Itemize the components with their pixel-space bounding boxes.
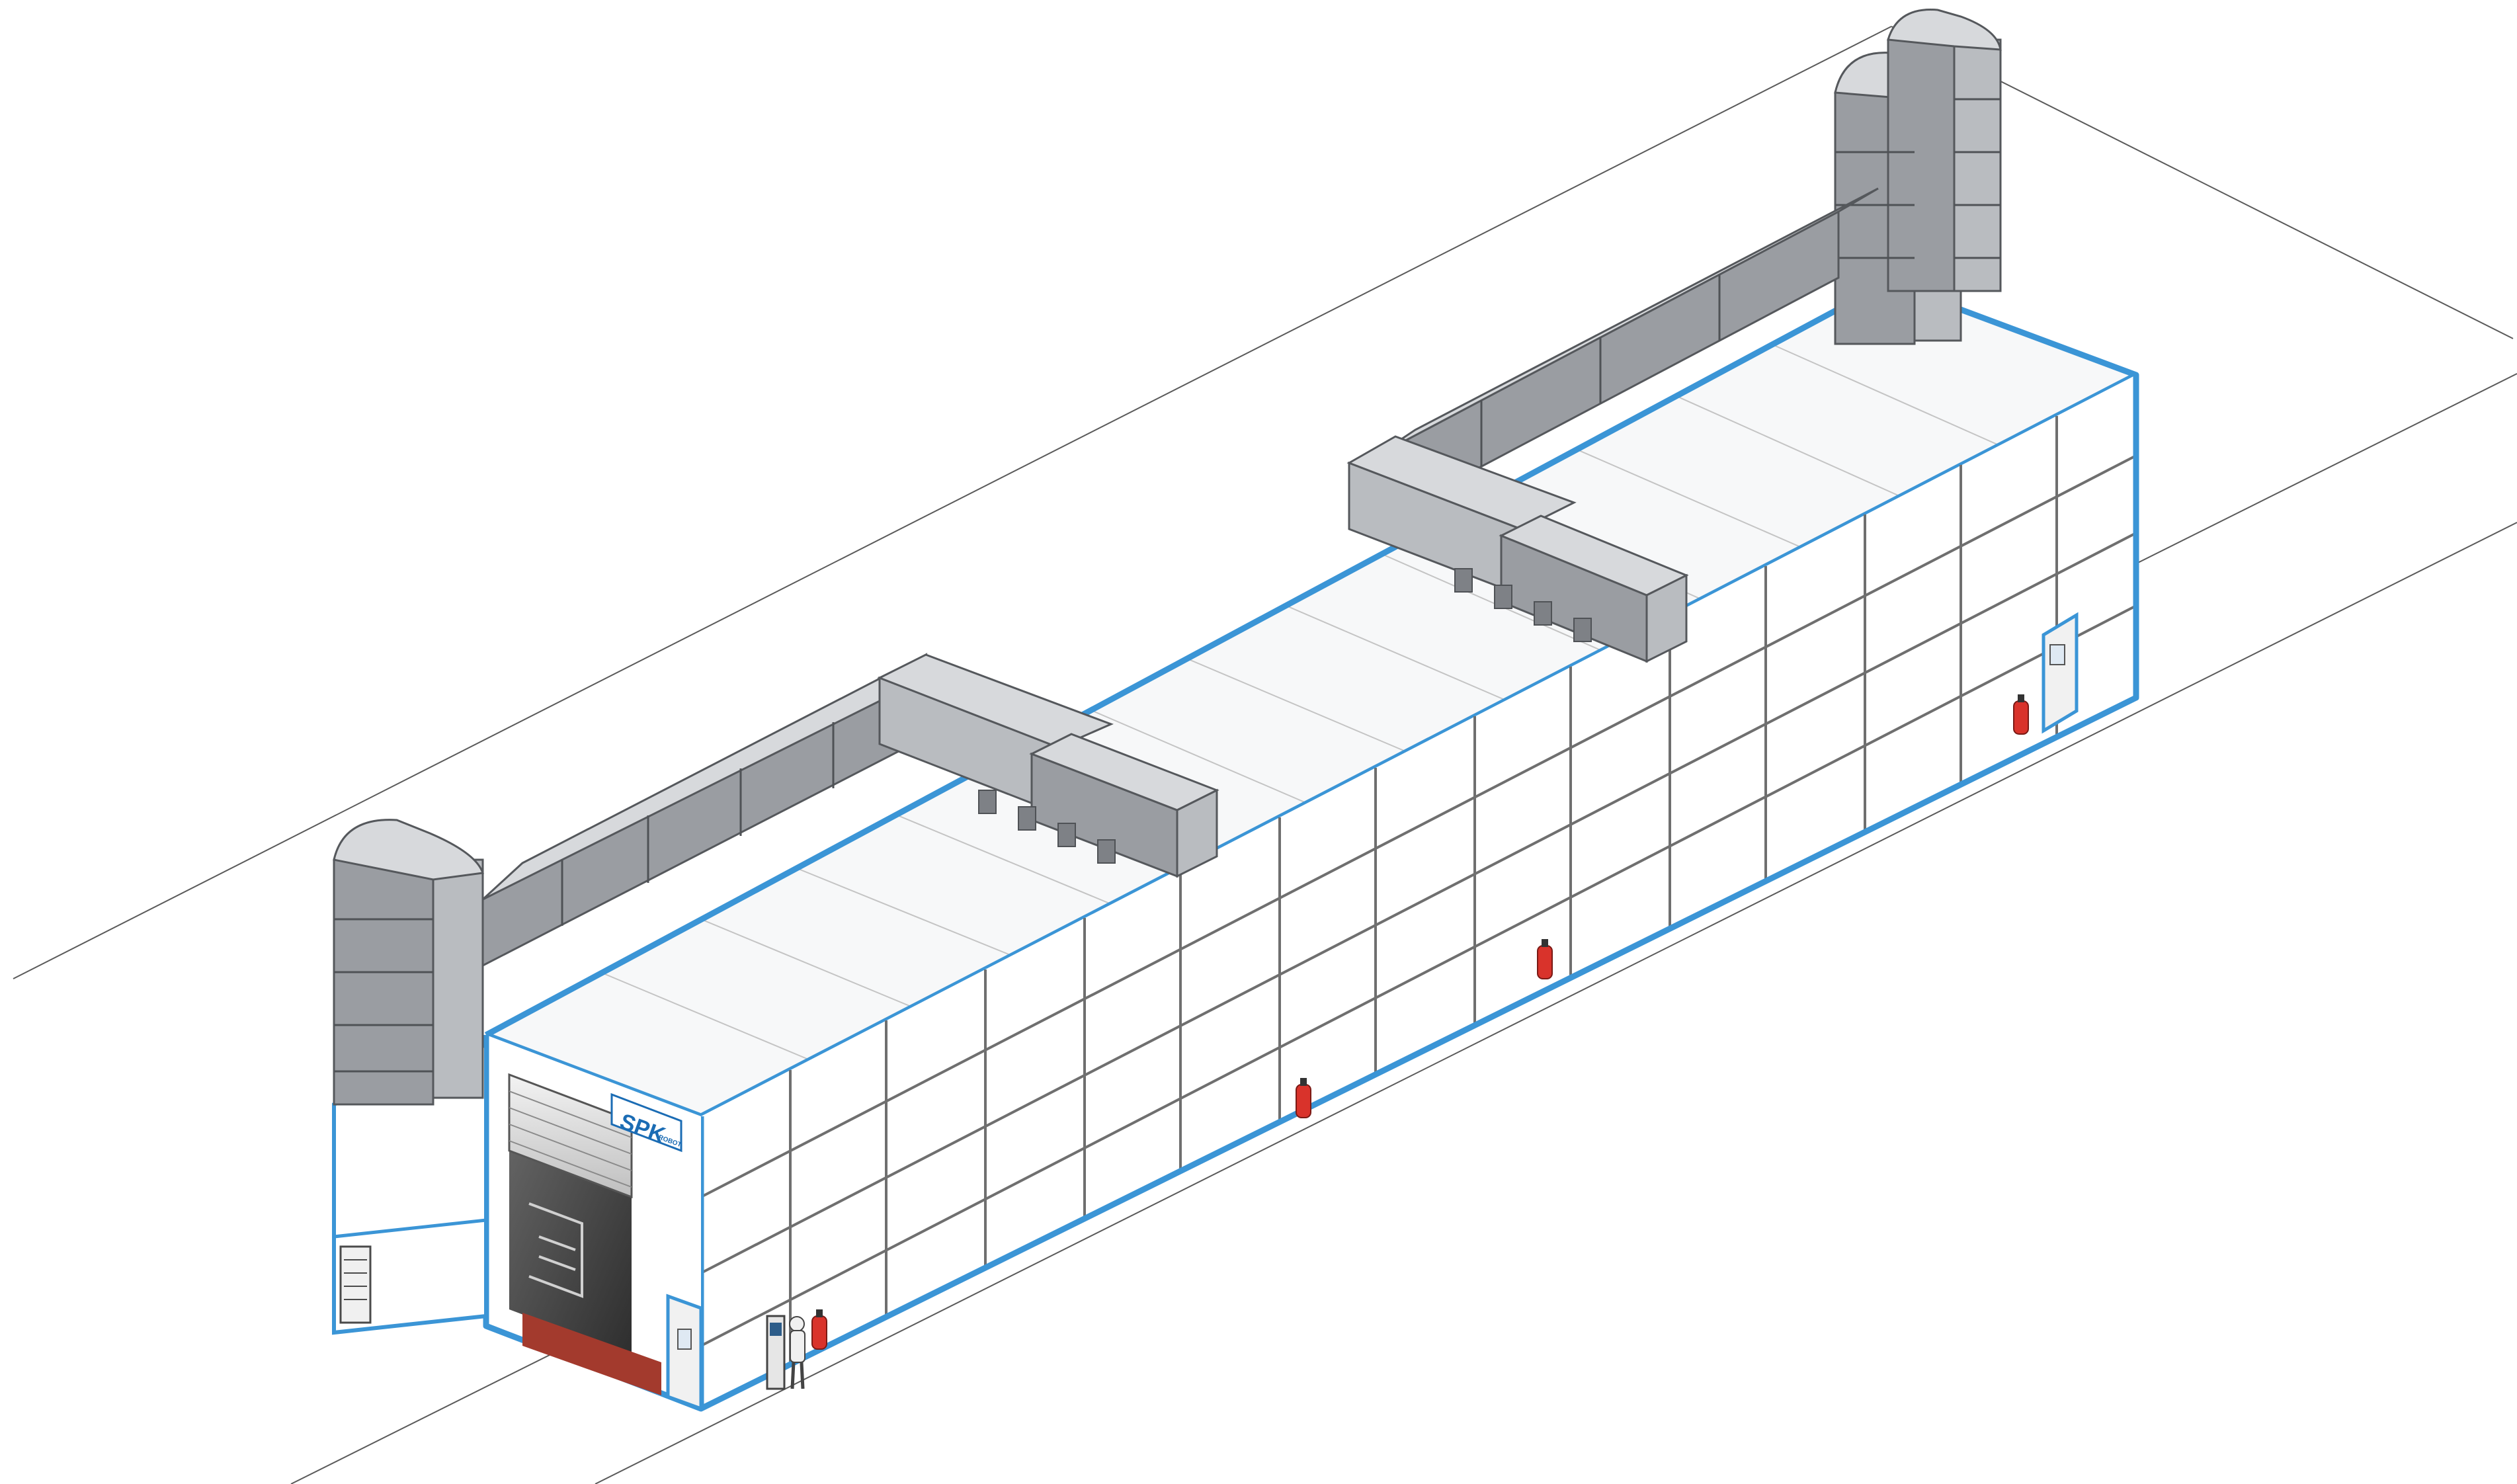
entry-side-door[interactable] (666, 1294, 703, 1411)
booth-front-wall: SPK ROBOT (483, 1035, 703, 1412)
control-cabinet (339, 1245, 372, 1324)
air-handling-unit (332, 1042, 488, 1335)
roof-diffusers (978, 790, 1116, 864)
brand-logo: SPK ROBOT (610, 1092, 682, 1153)
fire-extinguisher-icon (811, 1309, 827, 1350)
door-window (2049, 644, 2065, 665)
floor-mat (522, 1313, 661, 1395)
fire-extinguishers (811, 694, 2029, 1350)
roof-panels (601, 344, 1998, 1061)
control-panel-icon[interactable] (766, 1315, 786, 1390)
far-end-door[interactable] (2042, 612, 2079, 734)
roof-diffusers-right (1454, 568, 1592, 642)
interior-racks (528, 1202, 583, 1298)
door-window (677, 1329, 692, 1350)
roller-door-slats (509, 1091, 632, 1188)
operator-figure-icon (789, 1316, 805, 1389)
fire-extinguisher-icon (2013, 694, 2029, 735)
fire-extinguisher-icon (1537, 939, 1553, 979)
duct-left (333, 653, 1219, 1106)
roller-door[interactable] (508, 1073, 633, 1199)
fire-extinguisher-icon (1296, 1078, 1311, 1118)
wall-columns (789, 416, 2058, 1364)
duct-right (1346, 9, 2002, 663)
